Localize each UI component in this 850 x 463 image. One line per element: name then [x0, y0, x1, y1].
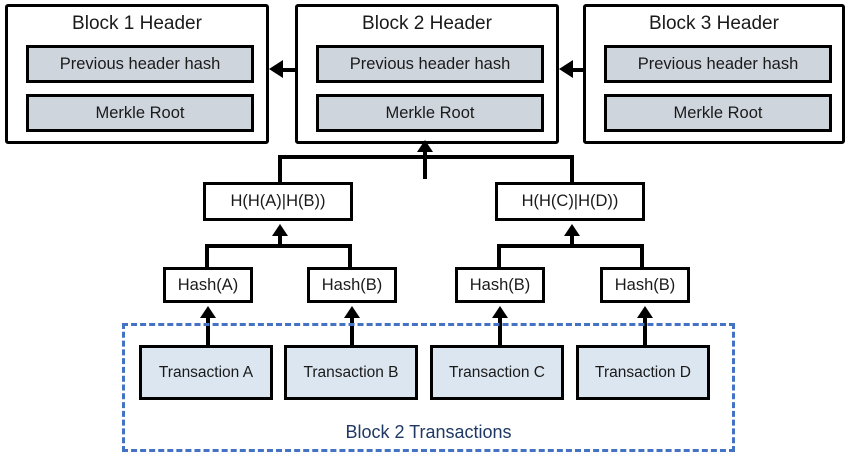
branch-left-children-bus: [205, 244, 352, 248]
branch-right-inbound-arrowhead: [564, 224, 580, 236]
tx-to-leaf-line-1: [206, 316, 210, 345]
branch-right-child-stub-d: [640, 244, 644, 269]
tx-to-leaf-arrowhead-1: [200, 306, 216, 318]
transaction-box-d: Transaction D: [576, 345, 710, 400]
transaction-box-b: Transaction B: [284, 345, 418, 400]
block-header-1-field-merkle-root: Merkle Root: [26, 94, 254, 132]
branch-left-inbound-arrowhead: [272, 224, 288, 236]
merkle-branch-node-left: H(H(A)|H(B)): [203, 182, 353, 221]
merkle-root-bus-stub-left: [278, 155, 282, 183]
tx-to-leaf-arrowhead-2: [344, 306, 360, 318]
merkle-leaf-node-1: Hash(A): [163, 267, 253, 303]
merkle-root-feed-line: [423, 152, 427, 179]
block-header-3-title: Block 3 Header: [649, 13, 779, 34]
merkle-root-feed-arrowhead: [417, 140, 433, 152]
block-header-1-field-previous-header-hash: Previous header hash: [26, 45, 254, 83]
transaction-box-a: Transaction A: [139, 345, 273, 400]
block-header-2-field-previous-header-hash: Previous header hash: [316, 45, 544, 83]
branch-left-child-stub-a: [205, 244, 209, 269]
tx-to-leaf-line-2: [350, 316, 354, 345]
block-header-3-field-merkle-root: Merkle Root: [604, 94, 832, 132]
branch-left-child-stub-b: [348, 244, 352, 269]
merkle-root-bus-stub-right: [570, 155, 574, 183]
block-2-transactions-group: [122, 323, 735, 452]
block-header-3: Block 3 Header Previous header hash Merk…: [583, 4, 845, 144]
tx-to-leaf-line-4: [643, 316, 647, 345]
chain-link-arrowhead-2-to-1: [269, 60, 283, 78]
block-header-1-title: Block 1 Header: [72, 13, 202, 34]
block-2-transactions-label: Block 2 Transactions: [345, 422, 512, 442]
merkle-branch-node-right: H(H(C)|H(D)): [495, 182, 645, 221]
chain-link-line-2-to-1: [282, 68, 296, 72]
block-header-2: Block 2 Header Previous header hash Merk…: [295, 4, 559, 144]
chain-link-line-3-to-2: [572, 68, 584, 72]
merkle-leaf-node-4: Hash(B): [600, 267, 690, 303]
tx-to-leaf-arrowhead-4: [637, 306, 653, 318]
block-header-2-title: Block 2 Header: [362, 13, 492, 34]
merkle-root-bus-horizontal: [278, 155, 574, 159]
merkle-leaf-node-3: Hash(B): [455, 267, 545, 303]
branch-right-inbound-line: [570, 234, 574, 246]
branch-left-inbound-line: [278, 234, 282, 246]
block-header-2-field-merkle-root: Merkle Root: [316, 94, 544, 132]
branch-right-child-stub-c: [497, 244, 501, 269]
tx-to-leaf-line-3: [498, 316, 502, 345]
block-header-3-field-previous-header-hash: Previous header hash: [604, 45, 832, 83]
merkle-leaf-node-2: Hash(B): [307, 267, 397, 303]
block-header-1: Block 1 Header Previous header hash Merk…: [5, 4, 269, 144]
transaction-box-c: Transaction C: [430, 345, 564, 400]
tx-to-leaf-arrowhead-3: [492, 306, 508, 318]
chain-link-arrowhead-3-to-2: [559, 60, 573, 78]
branch-right-children-bus: [497, 244, 644, 248]
